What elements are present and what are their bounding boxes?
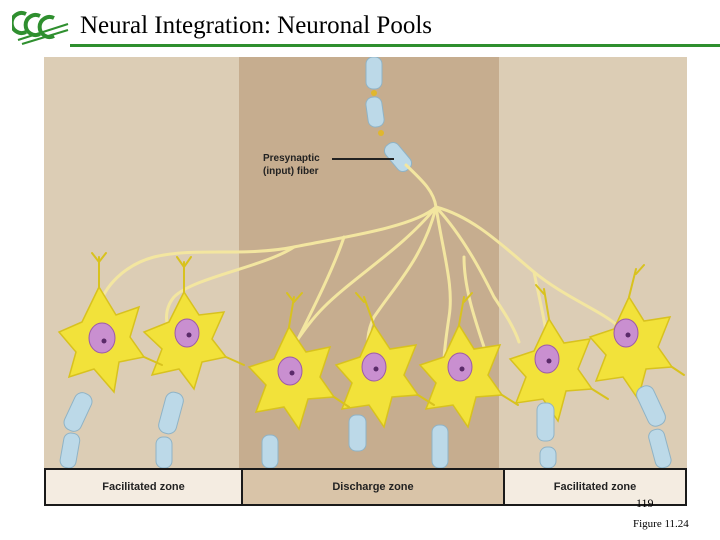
page-number: 119 bbox=[636, 496, 654, 510]
slide-title: Neural Integration: Neuronal Pools bbox=[80, 12, 432, 39]
dendrites bbox=[91, 252, 685, 408]
neuronal-pool-figure: Presynaptic (input) fiber bbox=[44, 56, 687, 469]
ecc-logo bbox=[9, 6, 70, 46]
title-underline bbox=[70, 44, 720, 47]
zone-legend: Facilitated zone Discharge zone Facilita… bbox=[44, 468, 687, 506]
neuron-nuclei bbox=[88, 318, 639, 386]
callout-label-line1: Presynaptic bbox=[263, 153, 320, 164]
facilitated-zone-left-label: Facilitated zone bbox=[46, 470, 241, 504]
output-axons bbox=[59, 385, 672, 469]
callout-label-line2: (input) fiber bbox=[263, 166, 319, 177]
discharge-zone-label: Discharge zone bbox=[241, 470, 503, 504]
presynaptic-fiber bbox=[365, 56, 413, 173]
figure-label: Figure 11.24 bbox=[633, 518, 689, 530]
facilitated-zone-right-label: Facilitated zone bbox=[503, 470, 685, 504]
